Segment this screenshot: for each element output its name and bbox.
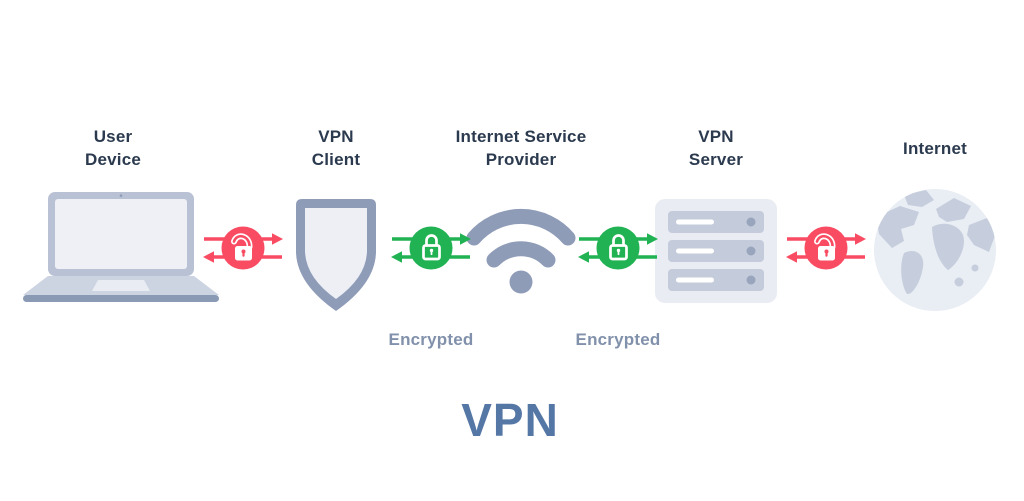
encrypted-label: Encrypted (575, 330, 661, 349)
unlocked-padlock-badge (786, 226, 866, 270)
node-label-vpn-client: VPN Client (311, 127, 361, 169)
arrow-right-icon (272, 233, 283, 245)
shield-icon (296, 199, 376, 311)
server-rack-row (668, 269, 764, 291)
encrypted-label: Encrypted (388, 330, 474, 349)
arrow-left-icon (786, 251, 797, 263)
locked-padlock-badge (391, 226, 471, 270)
node-label-user-device: User Device (84, 127, 142, 169)
arrow-right-icon (855, 233, 866, 245)
node-label-internet: Internet (903, 138, 967, 158)
unlocked-padlock-badge (203, 226, 283, 270)
laptop-icon (23, 192, 219, 302)
arrow-right-icon (647, 233, 658, 245)
diagram-title: VPN (461, 394, 559, 446)
arrow-left-icon (203, 251, 214, 263)
server-rack-row (668, 240, 764, 262)
locked-padlock-badge (578, 226, 658, 270)
node-label-vpn-server: VPN Server (688, 127, 744, 169)
globe-icon (874, 189, 996, 311)
wifi-icon (466, 209, 576, 294)
server-rack-row (668, 211, 764, 233)
arrow-right-icon (460, 233, 471, 245)
server-icon (655, 199, 777, 303)
node-label-internet-service-provider: Internet Service Provider (455, 127, 587, 169)
arrow-left-icon (391, 251, 402, 263)
arrow-left-icon (578, 251, 589, 263)
